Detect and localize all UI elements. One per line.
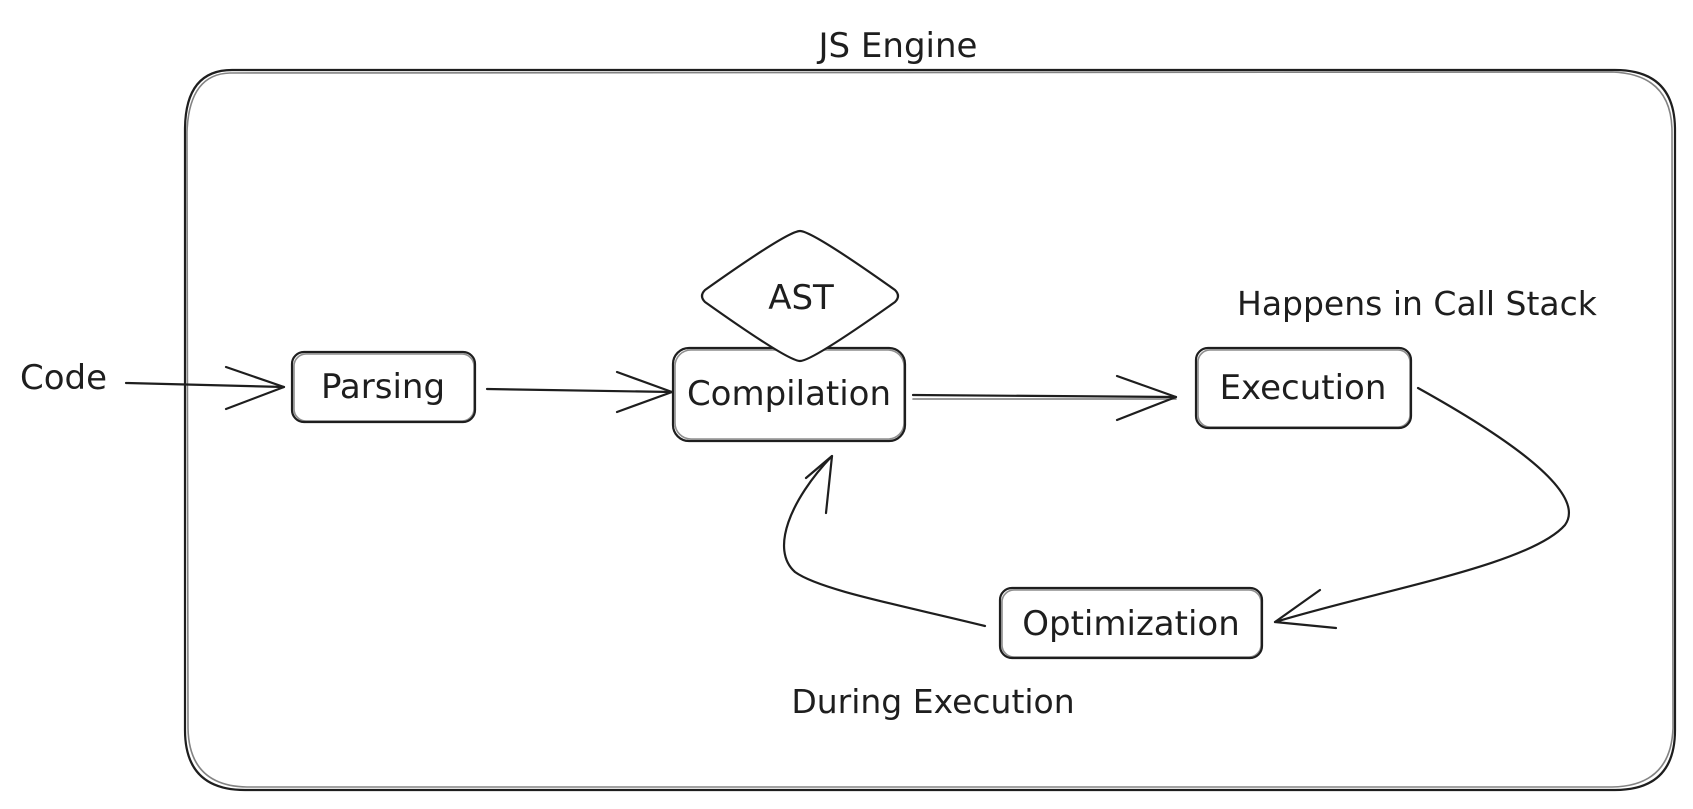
execution-to-optimization-arrow (1273, 386, 1570, 630)
optimization-node: Optimization (998, 586, 1264, 660)
ast-label: AST (768, 278, 834, 318)
parsing-node: Parsing (290, 350, 477, 424)
execution-node: Execution (1194, 346, 1413, 430)
execution-label: Execution (1220, 368, 1387, 408)
parsing-label: Parsing (321, 367, 445, 407)
ast-node: AST (700, 229, 900, 363)
compilation-to-execution-arrow (911, 374, 1178, 422)
parsing-to-compilation-arrow (485, 370, 674, 414)
engine-title: JS Engine (817, 26, 978, 66)
optimization-to-compilation-arrow (782, 454, 987, 628)
compilation-label: Compilation (687, 374, 891, 414)
during-execution-note: During Execution (791, 682, 1074, 721)
optimization-label: Optimization (1022, 604, 1240, 644)
compilation-node: Compilation (671, 346, 907, 443)
code-label: Code (20, 358, 107, 398)
engine-container (183, 68, 1677, 792)
code-to-parsing-arrow (124, 365, 286, 411)
call-stack-note: Happens in Call Stack (1237, 284, 1598, 323)
